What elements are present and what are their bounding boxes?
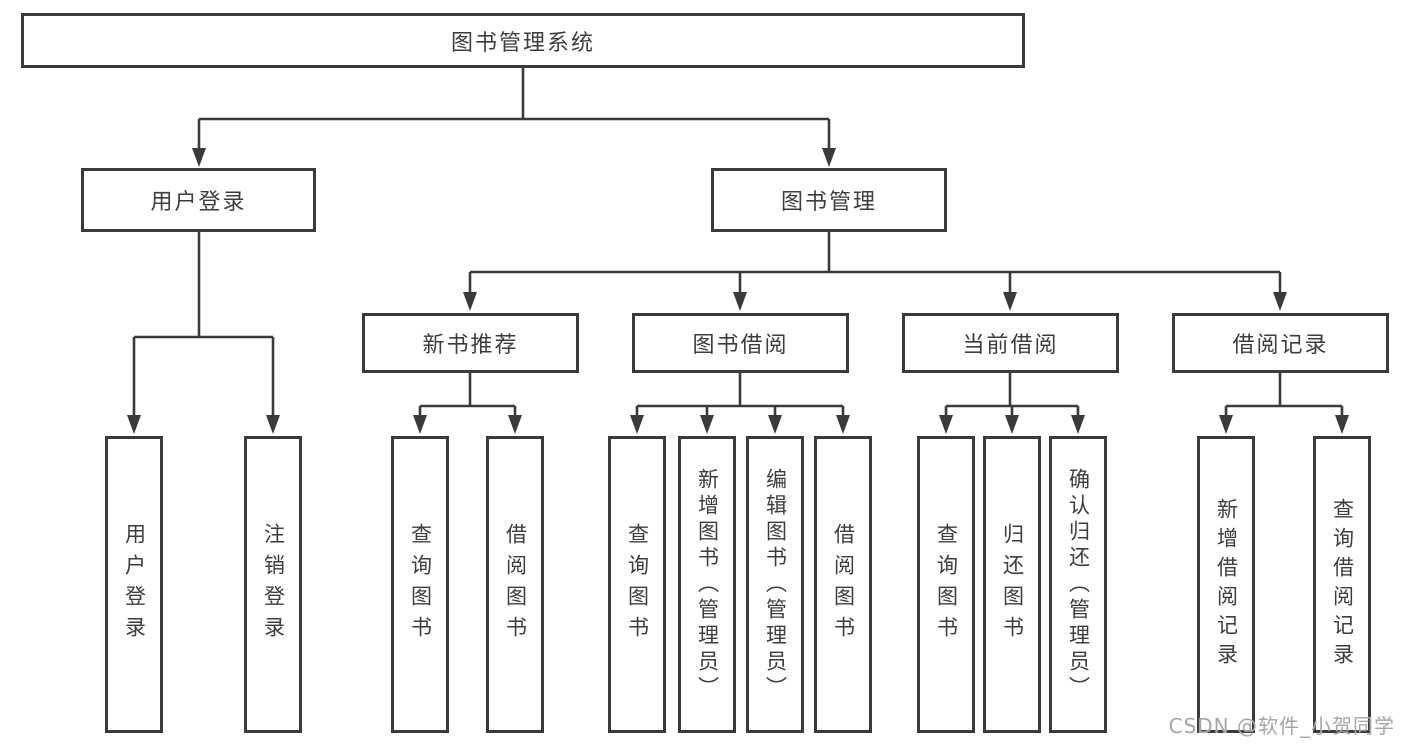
node-label: 用户登录 <box>122 522 147 647</box>
node-book-borrowing: 图书借阅 <box>632 313 849 373</box>
node-label: 确认归还（管理员） <box>1066 467 1091 702</box>
node-label: 查询图书 <box>625 522 650 647</box>
node-book-management-branch: 图书管理 <box>711 168 947 232</box>
node-user-login-branch: 用户登录 <box>81 168 316 232</box>
node-label: 借阅记录 <box>1232 333 1329 358</box>
node-label: 归还图书 <box>1000 522 1025 647</box>
node-label: 编辑图书（管理员） <box>763 467 788 702</box>
node-borrowing-records: 借阅记录 <box>1172 313 1389 373</box>
node-label: 图书管理 <box>780 190 877 215</box>
node-label: 图书管理系统 <box>450 30 595 56</box>
node-leaf-borrow-books-recommend: 借阅图书 <box>486 436 544 733</box>
node-label: 借阅图书 <box>503 522 528 647</box>
node-label: 查询图书 <box>408 522 433 647</box>
node-leaf-query-books-recommend: 查询图书 <box>391 436 449 733</box>
node-label: 注销登录 <box>261 522 286 647</box>
node-label: 当前借阅 <box>962 333 1059 358</box>
node-leaf-query-borrow-record: 查询借阅记录 <box>1313 436 1371 733</box>
node-library-management-system: 图书管理系统 <box>21 13 1025 68</box>
node-leaf-user-login: 用户登录 <box>105 436 163 733</box>
node-leaf-logout: 注销登录 <box>244 436 302 733</box>
node-new-book-recommendation: 新书推荐 <box>362 313 579 373</box>
csdn-watermark: CSDN @软件_小贺同学 <box>1168 714 1395 738</box>
node-label: 新增图书（管理员） <box>695 467 720 702</box>
node-label: 查询借阅记录 <box>1330 497 1355 672</box>
node-leaf-borrow-books: 借阅图书 <box>814 436 872 733</box>
node-leaf-query-books-borrowing: 查询图书 <box>608 436 666 733</box>
node-label: 新增借阅记录 <box>1214 497 1239 672</box>
node-leaf-query-books-current: 查询图书 <box>917 436 975 733</box>
node-leaf-add-borrow-record: 新增借阅记录 <box>1197 436 1255 733</box>
node-label: 查询图书 <box>934 522 959 647</box>
node-leaf-return-books: 归还图书 <box>983 436 1041 733</box>
node-current-borrowing: 当前借阅 <box>902 313 1119 373</box>
node-leaf-add-books-admin: 新增图书（管理员） <box>678 436 736 733</box>
node-label: 图书借阅 <box>692 333 789 358</box>
node-leaf-confirm-return-admin: 确认归还（管理员） <box>1049 436 1107 733</box>
node-label: 用户登录 <box>150 190 247 215</box>
node-leaf-edit-books-admin: 编辑图书（管理员） <box>746 436 804 733</box>
node-label: 借阅图书 <box>831 522 856 647</box>
node-label: 新书推荐 <box>422 333 519 358</box>
